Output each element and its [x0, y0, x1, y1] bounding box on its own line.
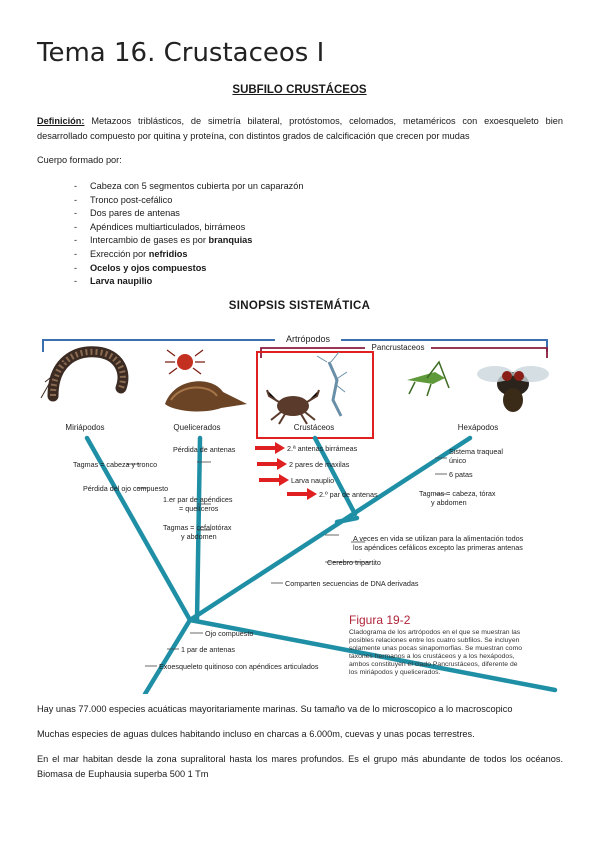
svg-text:los miriápodos y quelicerados.: los miriápodos y quelicerados.	[349, 669, 441, 676]
feature-item: Exrección por nefridios	[74, 248, 304, 262]
synopsis-heading: SINOPSIS SISTEMÁTICA	[228, 300, 371, 312]
paragraph-species: Hay unas 77.000 especies acuáticas mayor…	[37, 704, 513, 714]
label-hexapod-3b: y abdomen	[431, 498, 467, 507]
cladogram-svg: Artrópodos Pancrustaceos Miriápodos Quel…	[40, 331, 558, 697]
feature-item: Tronco post-cefálico	[74, 194, 304, 208]
taxon-label-chelicerates: Quelicerados	[173, 423, 220, 432]
chelicerate-illustration	[165, 349, 247, 412]
label-compound-eye: Ojo compuesto	[205, 629, 253, 638]
label-pancrustacea-1: A veces en vida se utilizan para la alim…	[353, 534, 524, 543]
taxon-label-crustaceans: Crustáceos	[294, 423, 334, 432]
feature-item: Larva naupilio	[74, 275, 304, 289]
pancrustacea-label: Pancrustaceos	[372, 343, 425, 352]
figure-caption-title: Figura 19-2	[349, 613, 411, 627]
figure-caption: Cladograma de los artrópodos en el que s…	[349, 629, 522, 676]
label-dna: Comparten secuencias de DNA derivadas	[285, 579, 419, 588]
cladogram-figure: Artrópodos Pancrustaceos Miriápodos Quel…	[35, 322, 565, 697]
label-tagmas-myriapods: Tagmas = cabeza y tronco	[73, 460, 157, 469]
label-hexapod-1: Sistema traqueal	[449, 447, 503, 456]
millipede-illustration	[40, 346, 129, 402]
paragraph-freshwater: Muchas especies de aguas dulces habitand…	[37, 729, 475, 739]
hexapod-illustration	[407, 360, 549, 412]
svg-text:Cladograma de los artrópodos e: Cladograma de los artrópodos en el que s…	[349, 629, 521, 636]
feature-list: Cabeza con 5 segmentos cubierta por un c…	[74, 180, 304, 289]
feature-item: Cabeza con 5 segmentos cubierta por un c…	[74, 180, 304, 194]
label-hexapod-3: Tagmas = cabeza, tórax	[419, 489, 496, 498]
subphylum-heading: SUBFILO CRUSTÁCEOS	[232, 84, 367, 96]
svg-text:posibles relaciones entre los: posibles relaciones entre los cuatro sub…	[349, 637, 520, 644]
label-one-pair-antennae: 1 par de antenas	[181, 645, 235, 654]
label-hexapod-1b: único	[449, 456, 466, 465]
feature-item: Apéndices multiarticulados, birrámeos	[74, 221, 304, 235]
feature-item: Dos pares de antenas	[74, 207, 304, 221]
definition-term: Definición:	[37, 116, 85, 126]
feature-item: Intercambio de gases es por branquias	[74, 234, 304, 248]
label-loss-compound-eye: Pérdida del ojo compuesto	[83, 484, 168, 493]
label-chelicerae-2: = quelíceros	[179, 504, 219, 513]
label-brain: Cerebro tripartito	[327, 558, 381, 567]
crustacean-illustration	[266, 351, 348, 425]
label-chelicerate-tagmas-2: y abdomen	[181, 532, 217, 541]
label-crustacean-4: 2.º par de antenas	[319, 490, 378, 499]
label-crustacean-2: 2 pares de maxilas	[289, 460, 350, 469]
body-intro: Cuerpo formado por:	[37, 155, 122, 165]
svg-text:taxones hermanos a los crustác: taxones hermanos a los crustáceos y a lo…	[349, 653, 515, 660]
label-chelicerae-1: 1.er par de apéndices	[163, 495, 233, 504]
taxon-label-myriapods: Miriápodos	[65, 423, 104, 432]
svg-text:solamente unas pocas sinapomor: solamente unas pocas sinapomorfias. Se m…	[349, 645, 522, 652]
label-crustacean-1: 2.ª antenas birrámeas	[287, 444, 358, 453]
page-title: Tema 16. Crustaceos I	[37, 38, 325, 68]
crustacean-arrows	[255, 442, 317, 500]
cladogram-branches	[84, 435, 558, 697]
label-pancrustacea-1b: los apéndices cefálicos excepto las prim…	[353, 543, 523, 552]
feature-item: Ocelos y ojos compuestos	[74, 262, 304, 276]
taxon-label-hexapods: Hexápodos	[458, 423, 498, 432]
label-hexapod-2: 6 patas	[449, 470, 473, 479]
svg-text:ambos constituyen el clado Pan: ambos constituyen el clado Pancrustáceos…	[349, 661, 518, 668]
label-loss-antennae: Pérdida de antenas	[173, 445, 236, 454]
label-crustacean-3: Larva nauplio	[291, 476, 334, 485]
label-exoskeleton: Exoesqueleto quitinoso con apéndices art…	[159, 662, 319, 671]
label-chelicerate-tagmas-1: Tagmas = cefalotórax	[163, 523, 232, 532]
definition-paragraph: Definición: Metazoos triblásticos, de si…	[37, 114, 563, 144]
paragraph-marine: En el mar habitan desde la zona supralit…	[37, 754, 563, 779]
definition-text: Metazoos triblásticos, de simetría bilat…	[37, 116, 563, 141]
arthropods-label: Artrópodos	[286, 334, 331, 344]
annotation-ticks	[127, 457, 447, 667]
